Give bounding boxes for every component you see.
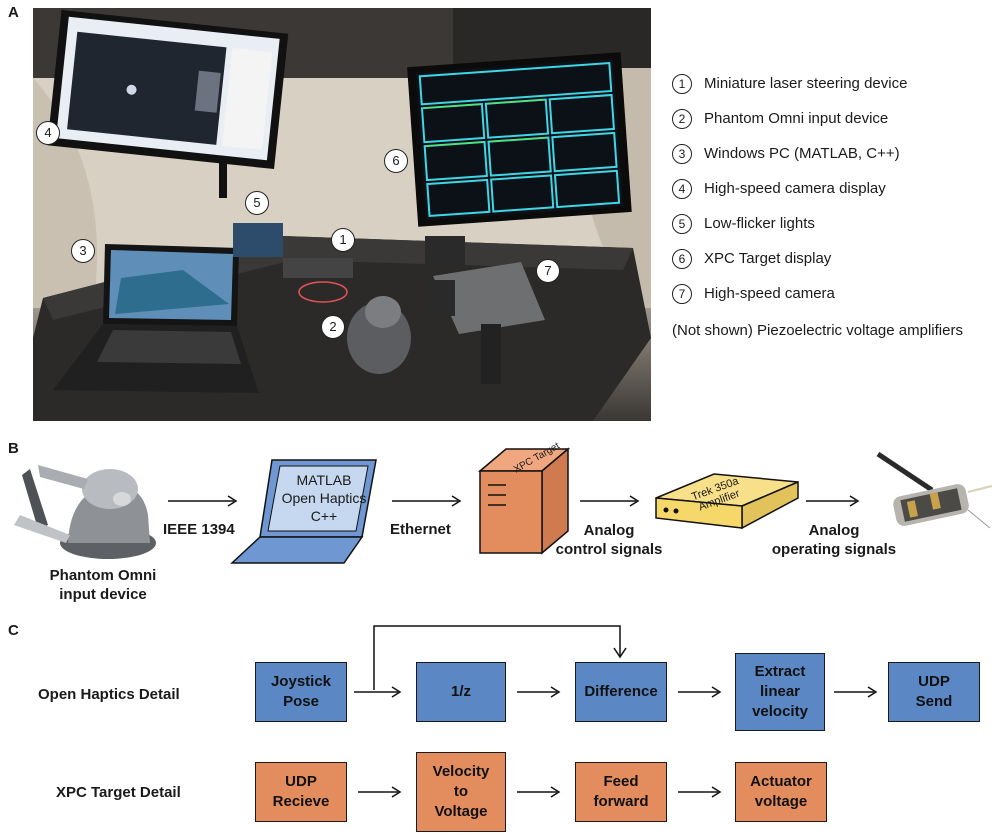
delay-block: 1/z: [416, 662, 506, 722]
row2-arrow-2: [517, 786, 561, 798]
amplifier-icon: [655, 473, 799, 530]
laptop-software-label: MATLAB Open Haptics C++: [281, 472, 367, 524]
ethernet-label: Ethernet: [390, 521, 451, 538]
arrow-3: [580, 495, 640, 507]
arrow-1: [168, 495, 238, 507]
row1-arrow-4: [834, 686, 878, 698]
callout-5: 5: [245, 191, 269, 215]
feedback-connector: [373, 625, 627, 690]
laptop-icon: [230, 459, 377, 564]
arrow-4: [806, 495, 860, 507]
callout-3: 3: [71, 239, 95, 263]
row1-arrow-3: [678, 686, 722, 698]
row2-arrow-3: [678, 786, 722, 798]
callout-1: 1: [331, 228, 355, 252]
xpc-tower-icon: [477, 447, 571, 555]
row1-arrow-2: [517, 686, 561, 698]
row1-arrow-1: [354, 686, 402, 698]
xpc-target-row-label: XPC Target Detail: [56, 784, 181, 801]
panel-label-a: A: [8, 4, 19, 21]
lab-setup-illustration: [33, 8, 651, 421]
panel-label-b: B: [8, 440, 19, 457]
callout-2: 2: [321, 315, 345, 339]
laser-steering-device-icon: [876, 451, 993, 529]
difference-block: Difference: [575, 662, 667, 722]
arrow-2: [392, 495, 462, 507]
ieee1394-label: IEEE 1394: [163, 521, 235, 538]
row2-arrow-1: [358, 786, 402, 798]
open-haptics-row-label: Open Haptics Detail: [38, 686, 180, 703]
callout-6: 6: [384, 149, 408, 173]
panel-label-c: C: [8, 622, 19, 639]
callout-4: 4: [36, 121, 60, 145]
legend-note: (Not shown) Piezoelectric voltage amplif…: [672, 322, 963, 339]
phantom-omni-icon: [14, 465, 156, 559]
callout-7: 7: [536, 259, 560, 283]
lab-setup-photo: 1 2 3 4 5 6 7: [33, 8, 651, 421]
